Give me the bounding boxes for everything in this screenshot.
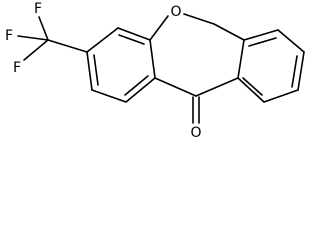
right-benzene-ring <box>237 29 305 103</box>
bond-c-f <box>23 39 49 61</box>
bond-o-ch2 <box>183 13 215 25</box>
ring-oxygen-label: O <box>170 4 181 20</box>
left-benzene-ring <box>86 27 156 103</box>
bond <box>86 51 93 91</box>
bond-c-carbonyl <box>154 77 197 97</box>
structure-diagram: O O F F F <box>5 1 305 141</box>
bond-c-f <box>17 35 49 41</box>
fluorine-mid-label: F <box>5 28 13 44</box>
bond-ch2-ring <box>213 23 245 41</box>
double-bond-inner <box>118 34 145 45</box>
bond <box>297 51 305 91</box>
trifluoromethyl-group <box>17 16 88 61</box>
carbonyl-oxygen-label: O <box>190 125 201 141</box>
bond <box>263 89 299 103</box>
double-bond-inner <box>93 54 99 86</box>
double-bond-inner <box>291 55 298 88</box>
bond <box>91 89 127 103</box>
oxepin-ring-bonds <box>149 13 245 97</box>
bond-carbonyl-ring <box>195 77 239 97</box>
bond <box>237 77 265 103</box>
bond <box>149 39 156 79</box>
fluorine-top-label: F <box>34 1 42 17</box>
bond-ring-cf3 <box>47 39 88 53</box>
bond <box>243 29 279 41</box>
double-bond-inner <box>124 75 149 96</box>
bond-c-f <box>38 16 49 41</box>
bond <box>125 77 156 103</box>
bond <box>237 39 245 79</box>
bond <box>86 27 119 53</box>
bond <box>277 29 305 53</box>
double-bond-inner <box>242 77 263 96</box>
fluorine-bottom-label: F <box>13 60 21 76</box>
bond <box>117 27 151 41</box>
carbonyl-group <box>192 96 200 124</box>
double-bond-inner <box>248 37 277 47</box>
bond-c-o <box>149 15 169 41</box>
